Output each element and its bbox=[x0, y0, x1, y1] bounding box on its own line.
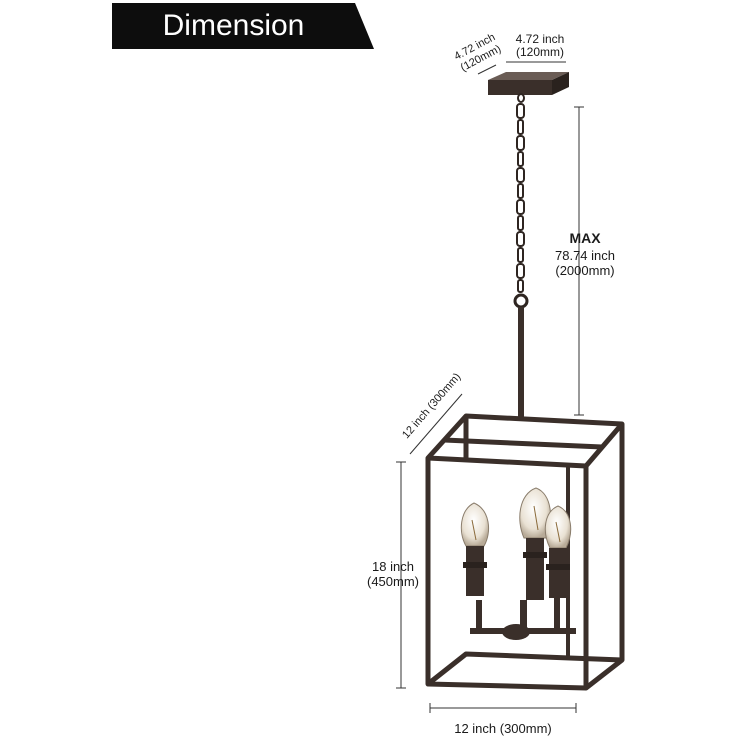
canopy-width-inch: 4.72 inch bbox=[516, 32, 565, 46]
max-drop-inch: 78.74 inch bbox=[555, 248, 615, 263]
title-banner: Dimension bbox=[112, 3, 374, 49]
cage-width-label: 12 inch (300mm) bbox=[454, 721, 552, 736]
max-drop-mm: (2000mm) bbox=[555, 263, 614, 278]
ceiling-canopy bbox=[488, 72, 569, 95]
down-rod bbox=[518, 307, 524, 417]
canopy-width-mm: (120mm) bbox=[516, 45, 564, 59]
bulb-center bbox=[519, 487, 552, 600]
cage-height-mm: (450mm) bbox=[367, 574, 419, 589]
hanging-chain bbox=[513, 93, 529, 309]
canopy-depth-label: 4.72 inch (120mm) bbox=[452, 31, 503, 74]
banner-title: Dimension bbox=[162, 9, 305, 42]
cage-height-inch: 18 inch bbox=[372, 559, 414, 574]
bulb-right bbox=[544, 505, 572, 598]
max-drop-label: MAX bbox=[569, 230, 601, 246]
dimension-lines bbox=[396, 61, 584, 713]
light-center-assembly bbox=[470, 598, 576, 640]
cage-frame bbox=[425, 413, 625, 691]
bulb-left bbox=[460, 502, 490, 596]
